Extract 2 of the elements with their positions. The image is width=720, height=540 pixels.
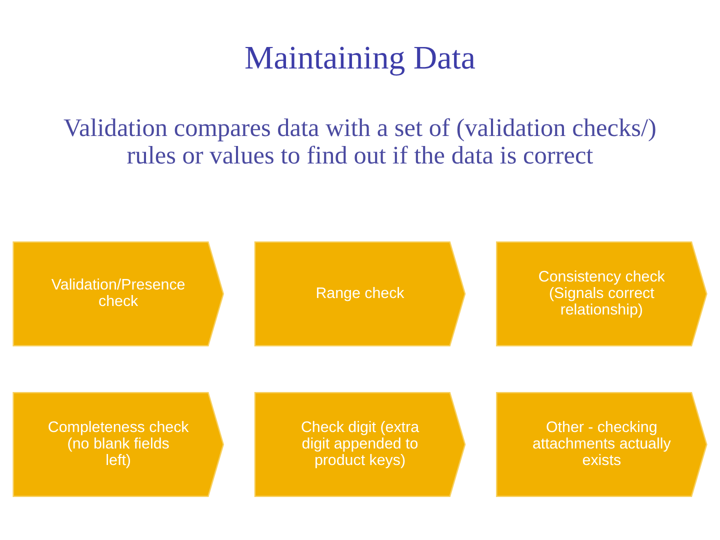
diagram-title: Maintaining Data [244, 40, 476, 76]
label: Validation compares data with a set of (validation checks/) rules or values to find out if the data is correct [64, 113, 656, 170]
